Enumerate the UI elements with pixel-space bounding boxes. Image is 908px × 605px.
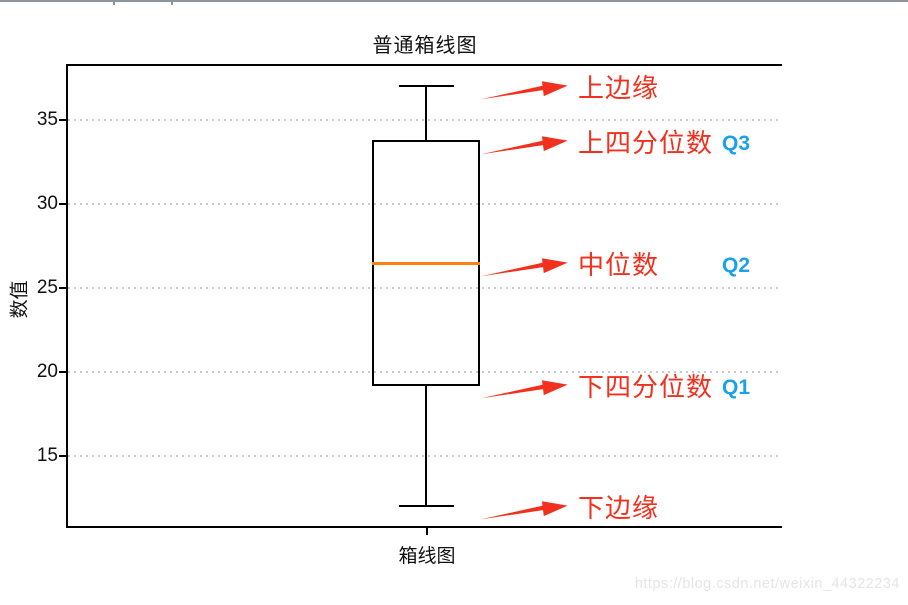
axis-spine-top xyxy=(66,64,782,66)
watermark: https://blog.csdn.net/weixin_44322234 xyxy=(634,576,900,592)
axis-spine-left xyxy=(66,64,68,528)
annotation-label: 上四分位数 xyxy=(578,128,714,158)
chart-title: 普通箱线图 xyxy=(372,35,478,57)
annotation-arrow xyxy=(479,496,569,527)
annotation-arrow xyxy=(479,374,569,405)
y-axis-tick xyxy=(59,203,67,205)
grid-line xyxy=(68,119,780,121)
annotation-label: 中位数 xyxy=(578,249,660,280)
arrow-right-icon xyxy=(480,81,568,100)
top-border-notch xyxy=(113,0,115,5)
y-axis-tick xyxy=(59,119,67,121)
quartile-badge: Q3 xyxy=(722,132,751,155)
grid-line xyxy=(68,371,780,373)
arrow-right-icon xyxy=(480,136,568,155)
quartile-badge: Q1 xyxy=(722,375,751,399)
annotation-arrow xyxy=(479,253,569,284)
y-axis-label: 数值 xyxy=(9,280,31,319)
arrow-right-icon xyxy=(480,379,568,398)
y-axis-tick xyxy=(59,371,67,373)
y-tick-label: 35 xyxy=(36,109,58,130)
x-axis-tick xyxy=(426,528,428,535)
arrow-right-icon xyxy=(480,501,568,520)
upper-whisker-cap xyxy=(399,85,454,88)
window-top-border xyxy=(0,0,908,5)
upper-whisker xyxy=(425,86,427,141)
x-axis-label: 箱线图 xyxy=(398,546,456,567)
y-tick-label: 15 xyxy=(36,445,58,466)
arrow-right-icon xyxy=(480,258,568,277)
grid-line xyxy=(68,203,780,205)
top-border-notch xyxy=(171,0,173,5)
grid-line xyxy=(68,455,780,457)
annotation-label: 上边缘 xyxy=(578,73,660,104)
annotation-label: 下边缘 xyxy=(578,493,660,524)
y-axis-tick xyxy=(59,287,67,289)
y-axis-tick xyxy=(59,455,67,457)
lower-whisker-cap xyxy=(399,505,454,508)
axis-spine-bottom xyxy=(66,526,782,528)
grid-line xyxy=(68,287,780,289)
y-tick-label: 25 xyxy=(36,277,58,298)
annotation-arrow xyxy=(479,131,569,162)
quartile-badge: Q2 xyxy=(722,253,751,277)
lower-whisker xyxy=(425,384,427,507)
y-tick-label: 30 xyxy=(36,193,58,214)
annotation-label: 下四分位数 xyxy=(578,371,714,402)
y-tick-label: 20 xyxy=(36,361,58,382)
median-line xyxy=(372,261,480,265)
annotation-arrow xyxy=(479,76,569,107)
